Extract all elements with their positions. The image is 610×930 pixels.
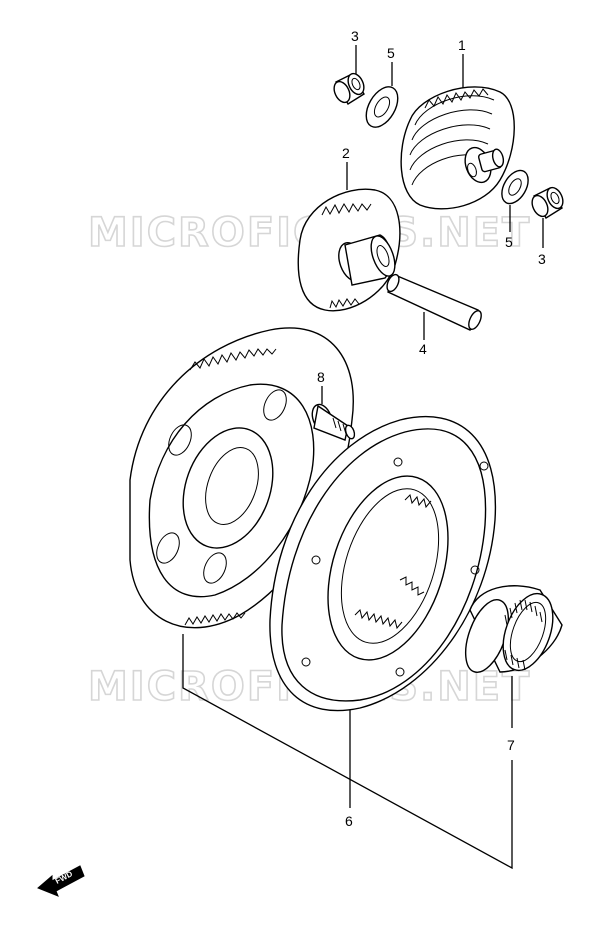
- callout-1: 1: [458, 37, 466, 53]
- callout-7: 7: [507, 737, 515, 753]
- part-3-spacer-top: [333, 72, 365, 105]
- callout-8: 8: [317, 369, 325, 385]
- part-2-idle-gear: [297, 188, 401, 312]
- fwd-arrow-icon: FWD: [37, 865, 85, 897]
- callout-6: 6: [345, 813, 353, 829]
- part-3-spacer-right: [531, 186, 564, 219]
- part-7-needle-bearing: [464, 585, 563, 673]
- part-8-bolt: [311, 403, 356, 441]
- part-5-washer-top: [365, 86, 399, 128]
- callout-5-right: 5: [505, 234, 513, 250]
- callout-3-right: 3: [538, 251, 546, 267]
- callout-5-top: 5: [387, 45, 395, 61]
- part-6-clutch-plate: [269, 415, 497, 712]
- part-1-clutch-gear: [400, 86, 515, 210]
- part-5-washer-right: [501, 169, 529, 205]
- callout-4: 4: [419, 341, 427, 357]
- assembly-bracket: [182, 634, 513, 870]
- callout-3-top: 3: [351, 28, 359, 44]
- callout-2: 2: [342, 145, 350, 161]
- part-4-shaft: [386, 273, 482, 331]
